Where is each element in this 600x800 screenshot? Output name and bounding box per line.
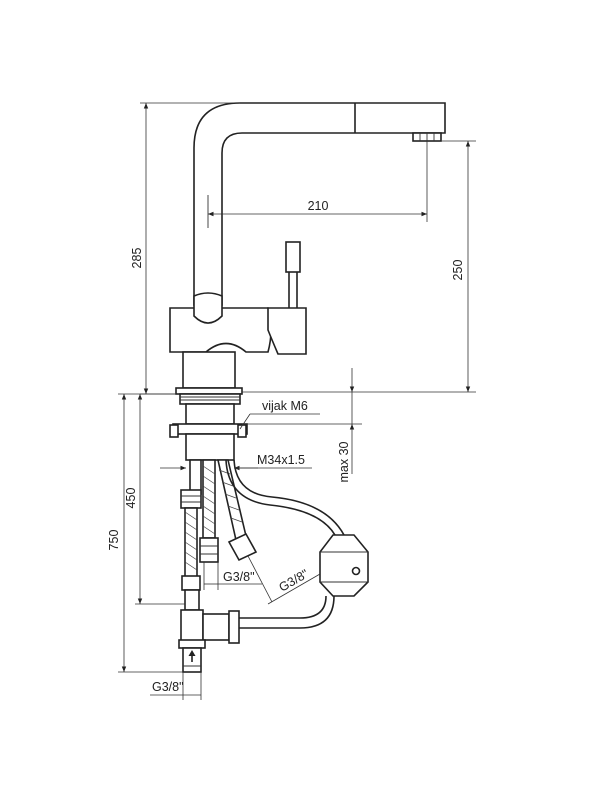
callout-g38-middle: G3/8" [203,562,262,590]
dimension-210: 210 [208,141,428,222]
dimension-750-label: 750 [107,530,121,551]
dimension-250: 250 [242,140,476,393]
flow-arrow-icon [188,650,196,662]
dimension-210-label: 210 [308,199,329,213]
g38-middle-label: G3/8" [223,570,255,584]
dimension-450-label: 450 [124,488,138,509]
g38-angled-label: G3/8" [277,567,311,595]
dimension-450: 450 [124,394,185,605]
callout-m34: M34x1.5 [160,453,312,471]
vijak-label: vijak M6 [262,399,308,413]
m34-label: M34x1.5 [257,453,305,467]
dimension-max30-label: max 30 [337,441,351,482]
dimension-285-label: 285 [130,248,144,269]
dimension-750: 750 [107,393,183,673]
dimension-max30: max 30 [242,368,362,483]
callout-g38-inlet: G3/8" [150,672,202,700]
hoses [180,459,369,629]
g38-inlet-label: G3/8" [152,680,184,694]
tee-valve [178,589,240,673]
callout-g38-angled: G3/8" [247,555,321,605]
dimension-250-label: 250 [451,260,465,281]
faucet-body [169,241,307,461]
callout-vijak: vijak M6 [239,399,320,430]
